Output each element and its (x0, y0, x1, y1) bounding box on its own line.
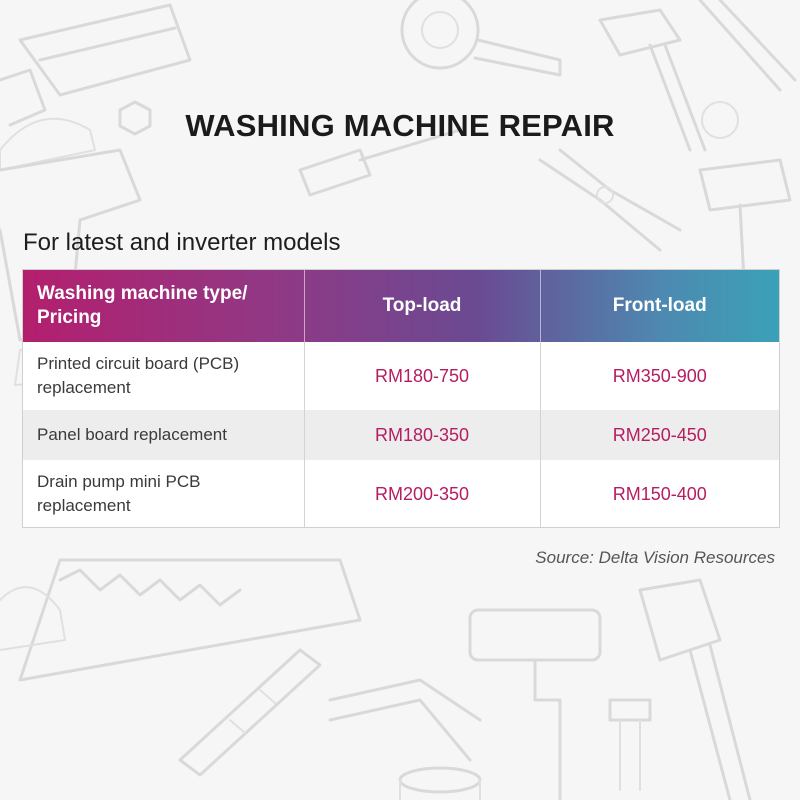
top-load-price: RM200-350 (303, 460, 540, 527)
header-front-load: Front-load (539, 270, 779, 342)
subtitle: For latest and inverter models (23, 229, 341, 256)
table-row: Panel board replacement RM180-350 RM250-… (23, 410, 779, 460)
table-row: Drain pump mini PCB replacement RM200-35… (23, 460, 779, 527)
top-load-price: RM180-750 (303, 342, 540, 410)
paint-roller-icon (468, 608, 602, 800)
hard-hat-icon (0, 117, 96, 171)
table-row: Printed circuit board (PCB) replacement … (23, 342, 779, 410)
pricing-table: Washing machine type/ Pricing Top-load F… (22, 269, 780, 528)
header-top-load: Top-load (303, 270, 540, 342)
pliers-icon (328, 678, 482, 762)
paintbrush-icon (638, 578, 752, 800)
wrench-icon (698, 0, 797, 139)
pliers-icon (538, 148, 682, 252)
folding-ruler-icon (178, 648, 322, 777)
bolt-icon (608, 698, 652, 791)
table-header: Washing machine type/ Pricing Top-load F… (23, 270, 779, 342)
hammer-icon (598, 8, 707, 152)
top-load-price: RM180-350 (303, 410, 540, 460)
paint-can-icon (398, 766, 482, 800)
tape-measure-icon (400, 0, 562, 77)
page-title: WASHING MACHINE REPAIR (185, 108, 615, 143)
front-load-price: RM250-450 (539, 410, 779, 460)
header-type-pricing: Washing machine type/ Pricing (37, 283, 248, 328)
source-note: Source: Delta Vision Resources (535, 548, 775, 567)
row-item-label: Printed circuit board (PCB) replacement (37, 354, 240, 397)
hand-saw-icon (18, 558, 362, 682)
front-load-price: RM150-400 (539, 460, 779, 527)
row-item-label: Panel board replacement (37, 425, 227, 444)
screwdriver-icon (298, 128, 462, 197)
hard-hat-icon (0, 586, 66, 651)
hacksaw-icon (0, 3, 192, 127)
front-load-price: RM350-900 (539, 342, 779, 410)
nut-icon (118, 100, 152, 136)
row-item-label: Drain pump mini PCB replacement (37, 471, 201, 515)
